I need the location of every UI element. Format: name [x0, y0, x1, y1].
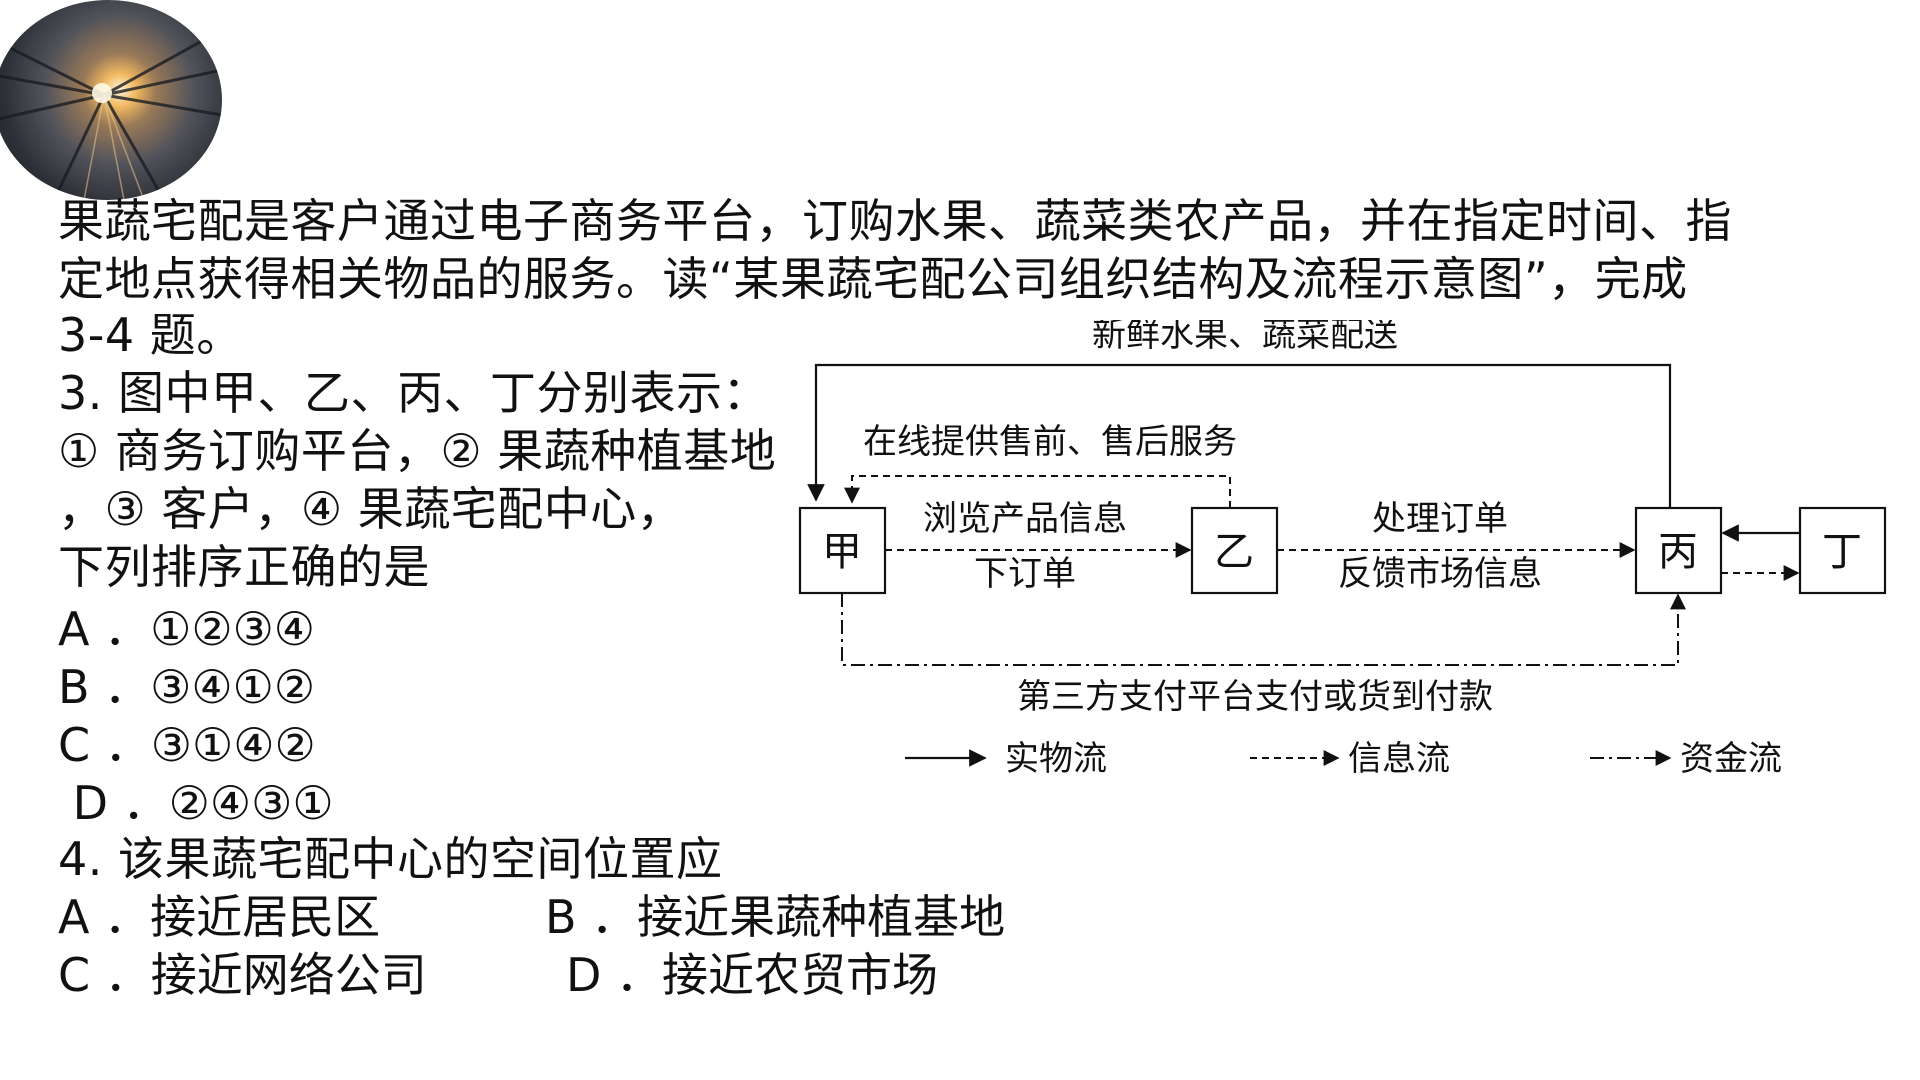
intro-line-3: 3-4 题。 [58, 308, 243, 362]
process-label: 处理订单 [1372, 499, 1508, 539]
service-label: 在线提供售前、售后服务 [863, 422, 1237, 462]
q3-stem-3: ，③ 客户，④ 果蔬宅配中心， [58, 482, 684, 536]
node-jia-box [798, 506, 887, 595]
q4-option-b: B ．接近果蔬种植基地 [545, 890, 1006, 944]
payment-label: 第三方支付平台支付或货到付款 [1017, 677, 1493, 717]
order-label: 下订单 [974, 554, 1076, 594]
q3-option-b: B ．③④①② [58, 660, 316, 714]
node-ding-label: 丁 [1822, 529, 1862, 575]
delivery-label: 新鲜水果、蔬菜配送 [1092, 320, 1398, 355]
node-yi-label: 乙 [1214, 529, 1254, 575]
q4-option-c: C ．接近网络公司 [58, 948, 427, 1002]
legend-information-label: 信息流 [1348, 739, 1450, 779]
q3-option-c: C ．③①④② [58, 718, 316, 772]
corridor-photo [0, 0, 222, 200]
q3-stem-1: 3. 图中甲、乙、丙、丁分别表示： [58, 366, 770, 420]
delivery-flow-line [807, 363, 1672, 508]
q3-option-d: D ．②④③① [58, 776, 334, 830]
node-bing-box [1634, 506, 1723, 595]
feedback-label: 反馈市场信息 [1338, 554, 1542, 594]
q4-option-a: A ．接近居民区 [58, 890, 381, 944]
q3-stem-2: ① 商务订购平台，② 果蔬种植基地 [58, 424, 777, 478]
node-jia-label: 甲 [822, 529, 862, 575]
node-ding-box [1798, 506, 1887, 595]
node-yi-box [1190, 506, 1279, 595]
intro-line-1: 果蔬宅配是客户通过电子商务平台，订购水果、蔬菜类农产品，并在指定时间、指 [58, 194, 1732, 248]
node-bing-label: 丙 [1658, 529, 1698, 575]
legend-physical-label: 实物流 [1005, 739, 1107, 779]
flow-diagram: 新鲜水果、蔬菜配送 在线提供售前、售后服务 甲 乙 丙 丁 浏览产品信息 下订单… [798, 320, 1887, 779]
browse-label: 浏览产品信息 [923, 499, 1127, 539]
payment-flow-line [841, 593, 1686, 666]
q4-option-d: D ．接近农贸市场 [566, 948, 939, 1002]
legend-capital-label: 资金流 [1680, 739, 1782, 779]
q3-option-a: A ．①②③④ [58, 602, 316, 656]
intro-line-2: 定地点获得相关物品的服务。读“某果蔬宅配公司组织结构及流程示意图”，完成 [58, 252, 1688, 306]
service-flow-line [844, 475, 1231, 508]
q4-stem: 4. 该果蔬宅配中心的空间位置应 [58, 832, 723, 886]
q3-stem-4: 下列排序正确的是 [58, 540, 430, 594]
